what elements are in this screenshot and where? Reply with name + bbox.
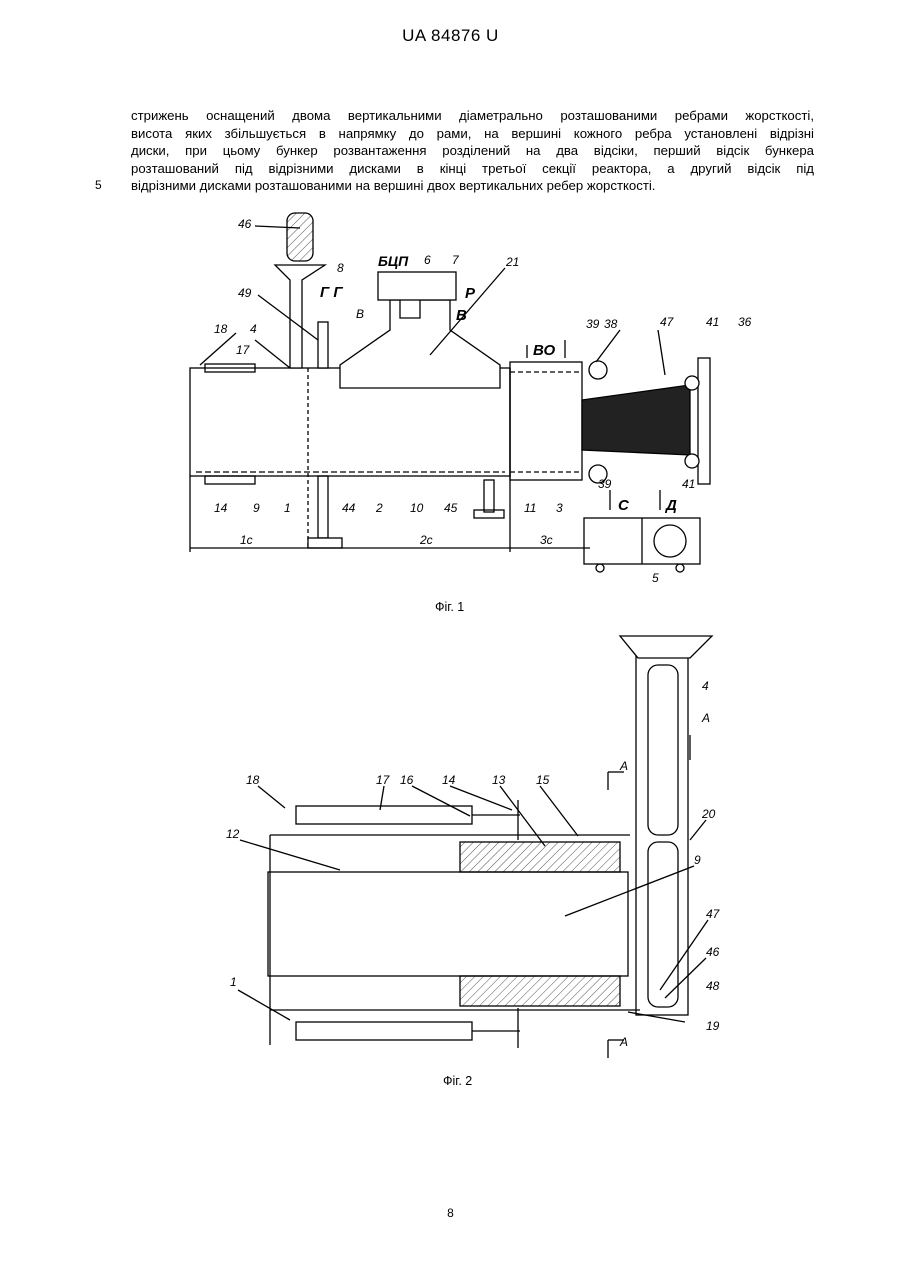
fig1-label: 9 xyxy=(253,501,260,515)
fig2-label: 17 xyxy=(376,773,391,787)
fig2-label: 48 xyxy=(706,979,720,993)
fig1-label: С xyxy=(618,497,630,514)
fig1-label: 2 xyxy=(375,501,383,515)
fig1-label: В xyxy=(356,307,364,321)
figure-2-drawing xyxy=(238,636,712,1058)
fig1-label: 39 xyxy=(586,317,600,331)
fig1-label: 1 xyxy=(284,501,291,515)
fig1-label: 7 xyxy=(452,253,460,267)
fig2-label: 18 xyxy=(246,773,260,787)
fig2-label: 14 xyxy=(442,773,456,787)
fig1-section-label: 2с xyxy=(419,533,433,547)
fig1-label: 3 xyxy=(556,501,563,515)
fig1-label: 8 xyxy=(337,261,344,275)
fig2-label: 46 xyxy=(706,945,720,959)
figure-1-caption: Фіг. 1 xyxy=(435,600,464,614)
fig1-label: 47 xyxy=(660,315,675,329)
fig1-label: 41 xyxy=(682,477,695,491)
fig2-label: 19 xyxy=(706,1019,720,1033)
figure-2-caption: Фіг. 2 xyxy=(443,1074,472,1088)
fig1-section-label: 3с xyxy=(540,533,553,547)
fig1-label: 21 xyxy=(505,255,519,269)
fig1-label: 6 xyxy=(424,253,431,267)
fig1-label: 44 xyxy=(342,501,356,515)
reactor-section-3 xyxy=(510,362,582,480)
fig1-label: 41 xyxy=(706,315,719,329)
fig1-label: 5 xyxy=(652,571,659,585)
fig1-label: 39 xyxy=(598,477,612,491)
fig1-label: 14 xyxy=(214,501,228,515)
fig1-label: 4 xyxy=(250,322,257,336)
fig2-label: 9 xyxy=(694,853,701,867)
fig1-label: 10 xyxy=(410,501,424,515)
fig2-label: 16 xyxy=(400,773,414,787)
fig2-label: 1 xyxy=(230,975,237,989)
fig1-label: ВО xyxy=(533,342,555,359)
fig2-label: А xyxy=(701,711,710,725)
fig2-label: 12 xyxy=(226,827,240,841)
fig2-label: 15 xyxy=(536,773,550,787)
fig2-label: 47 xyxy=(706,907,721,921)
fig1-label: 45 xyxy=(444,501,458,515)
fig1-label: В xyxy=(456,307,467,324)
fig1-label: БЦП xyxy=(378,253,409,269)
fig1-label: 38 xyxy=(604,317,618,331)
fig1-label: 17 xyxy=(236,343,251,357)
fig1-label: 36 xyxy=(738,315,752,329)
fig2-label: 20 xyxy=(701,807,716,821)
fig2-label: А xyxy=(619,1035,628,1049)
fig1-label: Р xyxy=(465,285,476,302)
fig2-label: 4 xyxy=(702,679,709,693)
fig1-label: 18 xyxy=(214,322,228,336)
fig2-label: 13 xyxy=(492,773,506,787)
frame-plate xyxy=(698,358,710,484)
fig1-label: 49 xyxy=(238,286,252,300)
fig2-label: А xyxy=(619,759,628,773)
page-number: 8 xyxy=(0,1206,901,1220)
fig1-label: 46 xyxy=(238,217,252,231)
fig1-label: 11 xyxy=(524,501,536,515)
fig1-label: Г Г xyxy=(320,284,343,301)
fig1-label: Д xyxy=(664,497,677,514)
fig1-section-label: 1с xyxy=(240,533,253,547)
